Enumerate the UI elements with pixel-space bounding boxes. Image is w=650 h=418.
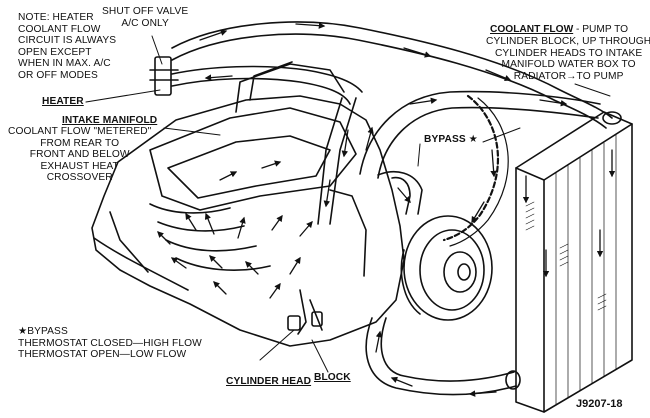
engine-block: [91, 61, 405, 347]
shutoff-valve-shape: [154, 56, 172, 96]
coolant-flow-body: CYLINDER BLOCK, UP THROUGH CYLINDER HEAD…: [486, 36, 650, 82]
figure-id: J9207-18: [576, 398, 623, 410]
intake-manifold-title: INTAKE MANIFOLD: [62, 115, 158, 126]
bypass-label: BYPASS ★: [424, 134, 478, 145]
bypass-legend: ★BYPASS THERMOSTAT CLOSED—HIGH FLOW THER…: [18, 326, 202, 361]
note-heater-circuit: NOTE: HEATER COOLANT FLOW CIRCUIT IS ALW…: [18, 12, 117, 81]
water-pump-pulley: [400, 215, 493, 321]
coolant-flow-first-line: - PUMP TO: [573, 24, 629, 35]
hose-flow-arrows: [199, 22, 616, 397]
bypass-path: [442, 94, 499, 242]
coolant-flow-title: COOLANT FLOW: [490, 24, 574, 35]
block-label: BLOCK: [314, 372, 351, 383]
heater-label: HEATER: [42, 96, 84, 107]
intake-manifold-description: COOLANT FLOW "METERED" FROM REAR TO FRON…: [8, 126, 152, 184]
bypass-path-outer: [449, 97, 509, 247]
cylinder-head-label: CYLINDER HEAD: [226, 376, 312, 387]
engine-flow-arrows: [157, 160, 313, 299]
shutoff-valve-label: SHUT OFF VALVE A/C ONLY: [102, 6, 189, 29]
lower-hose: [365, 317, 521, 396]
radiator: [515, 111, 633, 413]
upper-hose: [359, 90, 601, 215]
coolant-flow-description: COOLANT FLOW - PUMP TO: [490, 24, 628, 36]
leader-lines: [85, 35, 611, 373]
heater-hose: [171, 21, 613, 225]
